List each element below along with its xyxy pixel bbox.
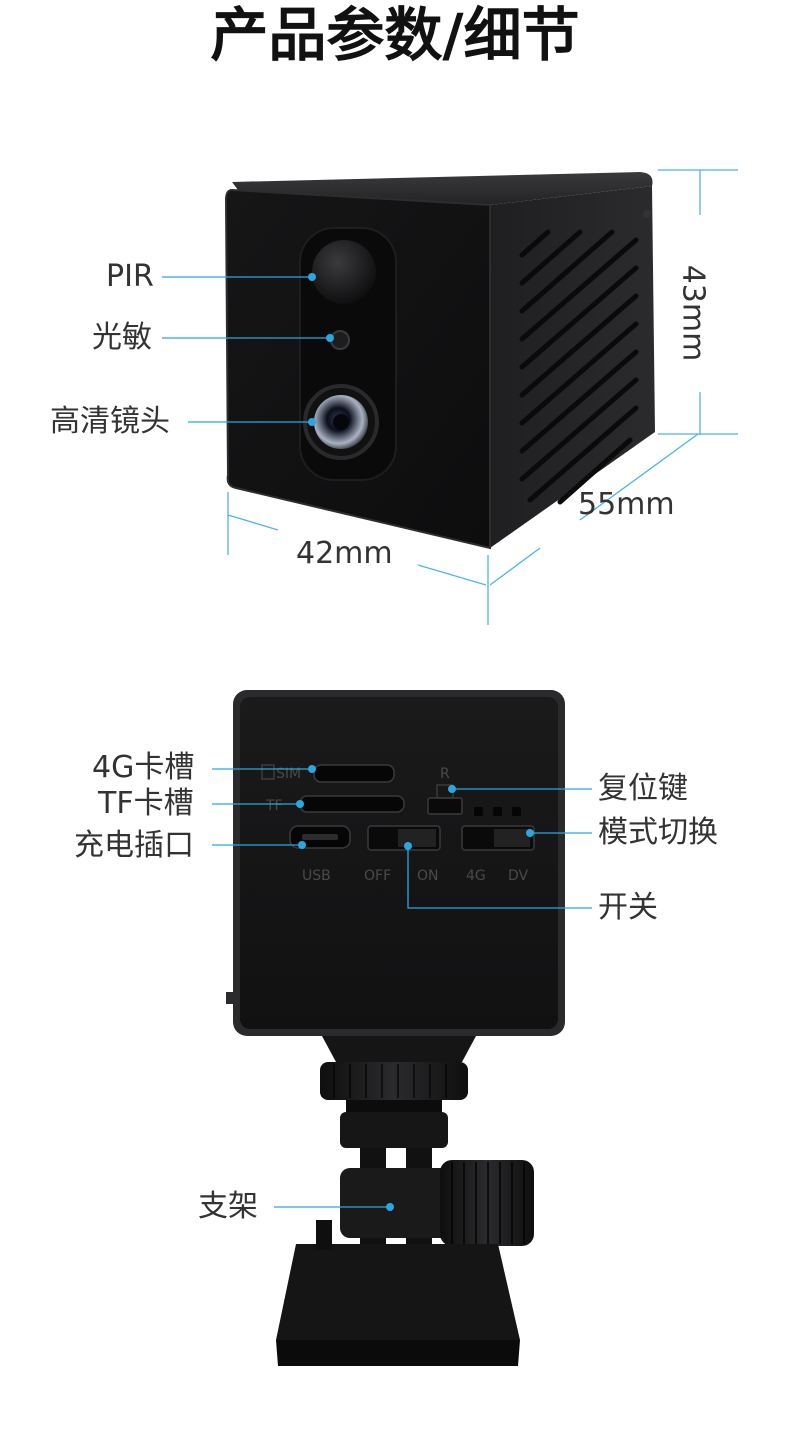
label-pir: PIR [106, 259, 154, 294]
label-hd-lens: 高清镜头 [50, 404, 170, 439]
dimension-depth: 55mm [578, 487, 675, 522]
dimension-width: 42mm [296, 536, 393, 571]
mount-ring-nut [320, 1062, 468, 1100]
side-screw [643, 210, 651, 218]
mount-base [276, 1244, 520, 1340]
print-on: ON [417, 868, 439, 884]
print-dv: DV [508, 868, 529, 884]
label-light-sensor: 光敏 [92, 320, 152, 355]
page-title: 产品参数/细节 [210, 1, 580, 69]
label-tf-slot: TF卡槽 [98, 786, 194, 821]
label-reset-key: 复位键 [598, 771, 688, 806]
label-charging-port: 充电插口 [74, 828, 194, 863]
pir-sensor [312, 240, 376, 304]
light-sensor [330, 330, 350, 350]
front-leader-dots [308, 273, 334, 426]
side-vents [519, 229, 639, 505]
print-usb: USB [302, 868, 331, 884]
back-leader-lines [212, 768, 592, 1208]
reset-button [427, 797, 463, 815]
print-tf: TF [265, 798, 283, 814]
status-leds [474, 807, 521, 816]
dimension-lines [227, 169, 738, 625]
label-power-switch: 开关 [598, 890, 658, 925]
print-reset: R [440, 766, 450, 782]
back-leader-dots [296, 765, 534, 1211]
print-4g: 4G [466, 868, 486, 884]
front-leader-lines [162, 276, 330, 423]
mount-neck [322, 1036, 476, 1062]
label-sim-slot: 4G卡槽 [92, 750, 195, 785]
mount-collar [340, 1112, 448, 1148]
front-camera-illustration [162, 169, 738, 625]
dimension-height: 43mm [675, 264, 711, 362]
print-sim: SIM [276, 766, 301, 782]
label-mode-switch: 模式切换 [598, 815, 718, 850]
print-off: OFF [364, 868, 391, 884]
mount-adjust-knob [440, 1160, 534, 1246]
label-mount: 支架 [198, 1189, 258, 1224]
camera-top-face [232, 172, 653, 205]
sim-card-slot [313, 764, 395, 783]
tf-card-slot [299, 795, 405, 813]
camera-back-face [240, 697, 558, 1029]
back-camera-illustration: SIM TF USB OFF ON R 4G DV [212, 690, 592, 1366]
